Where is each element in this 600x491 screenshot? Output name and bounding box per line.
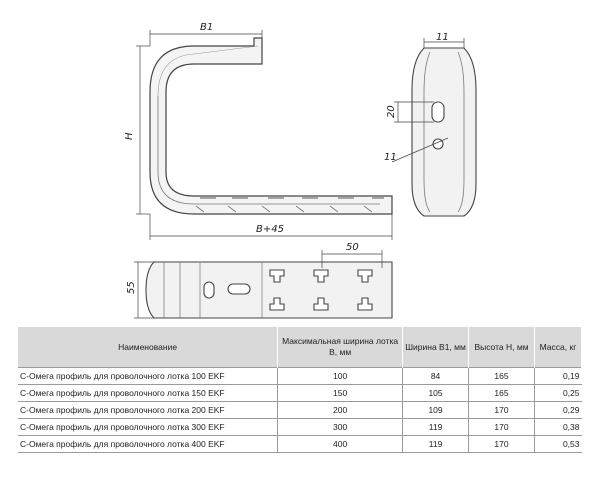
cell-width-b1: 84 xyxy=(402,367,470,385)
cell-width-b1: 119 xyxy=(402,418,470,436)
cell-max-width: 300 xyxy=(277,418,404,436)
cell-width-b1: 109 xyxy=(402,401,470,419)
cell-height-h: 165 xyxy=(468,367,535,385)
dim-20-label: 20 xyxy=(386,105,397,118)
dimension-lines xyxy=(136,30,393,240)
cell-max-width: 200 xyxy=(277,401,404,419)
c-profile-bottom-view xyxy=(134,250,393,319)
cell-max-width: 150 xyxy=(277,384,404,402)
cell-height-h: 170 xyxy=(468,401,535,419)
dim-50-label: 50 xyxy=(346,242,359,253)
dim-h-label: H xyxy=(124,132,135,140)
header-max-width: Максимальная ширина лотка B, мм xyxy=(277,327,404,368)
table-row: С-Омега профиль для проволочного лотка 1… xyxy=(18,367,582,385)
cell-name: С-Омега профиль для проволочного лотка 1… xyxy=(18,367,279,385)
cell-mass: 0,25 xyxy=(534,384,582,402)
cell-name: С-Омега профиль для проволочного лотка 4… xyxy=(18,435,279,453)
c-profile-front-view xyxy=(149,37,393,215)
cell-height-h: 165 xyxy=(468,384,535,402)
cell-max-width: 100 xyxy=(277,367,404,385)
cell-height-h: 170 xyxy=(468,435,535,453)
cell-name: С-Омега профиль для проволочного лотка 1… xyxy=(18,384,279,402)
dim-11-hole-label: 11 xyxy=(384,152,397,163)
table-header-row: Наименование Максимальная ширина лотка B… xyxy=(18,327,583,368)
spec-table: Наименование Максимальная ширина лотка B… xyxy=(18,327,583,453)
dim-11-top-label: 11 xyxy=(436,32,449,43)
header-width-b1: Ширина B1, мм xyxy=(402,327,470,368)
dim-b1-label: B1 xyxy=(200,22,213,33)
cell-mass: 0,29 xyxy=(534,401,582,419)
cell-width-b1: 119 xyxy=(402,435,470,453)
header-height-h: Высота H, мм xyxy=(468,327,535,368)
table-row: С-Омега профиль для проволочного лотка 2… xyxy=(18,401,582,419)
table-row: С-Омега профиль для проволочного лотка 1… xyxy=(18,384,582,402)
cell-max-width: 400 xyxy=(277,435,404,453)
dim-55-label: 55 xyxy=(126,281,137,294)
cell-name: С-Омега профиль для проволочного лотка 2… xyxy=(18,401,279,419)
table-row: С-Омега профиль для проволочного лотка 4… xyxy=(18,435,582,453)
cell-name: С-Омега профиль для проволочного лотка 3… xyxy=(18,418,279,436)
dim-b45-label: B+45 xyxy=(256,224,284,235)
header-name: Наименование xyxy=(18,327,279,368)
cell-mass: 0,38 xyxy=(534,418,582,436)
cell-mass: 0,19 xyxy=(534,367,582,385)
cell-mass: 0,53 xyxy=(534,435,582,453)
technical-drawing: B1 H B+45 11 20 11 50 55 xyxy=(124,22,477,319)
header-mass: Масса, кг xyxy=(534,327,583,368)
cell-width-b1: 105 xyxy=(402,384,470,402)
cell-height-h: 170 xyxy=(468,418,535,436)
table-row: С-Омега профиль для проволочного лотка 3… xyxy=(18,418,582,436)
c-profile-side-view xyxy=(391,38,477,217)
